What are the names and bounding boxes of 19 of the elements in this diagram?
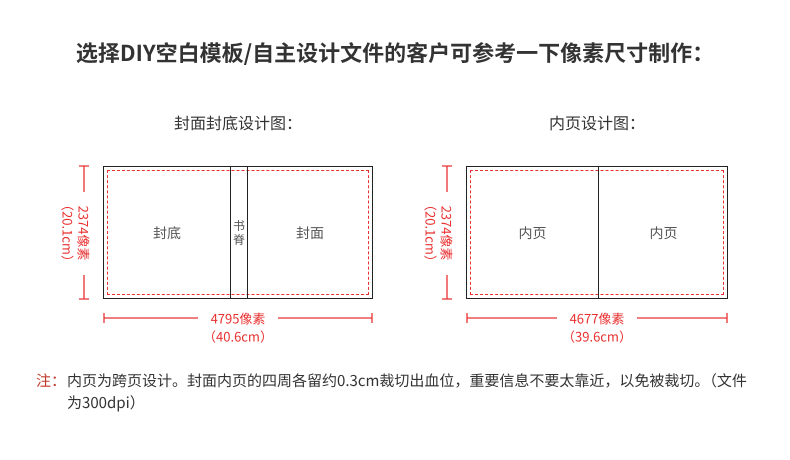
dimension-label: 2374像素: [440, 206, 454, 260]
dimension-label: （39.6cm）: [562, 330, 632, 342]
note-marker: 注：: [36, 370, 68, 392]
dimension-label: （40.6cm）: [203, 330, 273, 342]
panel-label: 封底: [153, 222, 181, 242]
note-text: 内页为跨页设计。封面内页的四周各留约0.3cm裁切出血位，重要信息不要太靠近，以免被裁切。（文件为300dpi）: [67, 370, 748, 414]
panel-label: 封面: [296, 222, 324, 242]
title: 选择DIY空白模板/自主设计文件的客户可参考一下像素尺寸制作：: [74, 36, 716, 68]
dimension-label: 4795像素: [210, 312, 266, 324]
page-panel: [230, 167, 247, 298]
panel-label: 内页: [650, 222, 678, 242]
dimension-label: 2374像素: [78, 206, 90, 260]
panel-label: 书脊: [233, 219, 245, 246]
dimension-label: 4677像素: [570, 312, 624, 324]
section-heading: 内页设计图：: [548, 110, 646, 134]
section-heading: 封面封底设计图：: [172, 110, 303, 134]
dimension-label: （20.1cm）: [62, 198, 74, 268]
panel-label: 内页: [518, 222, 546, 242]
dimension-label: （20.1cm）: [424, 198, 438, 268]
